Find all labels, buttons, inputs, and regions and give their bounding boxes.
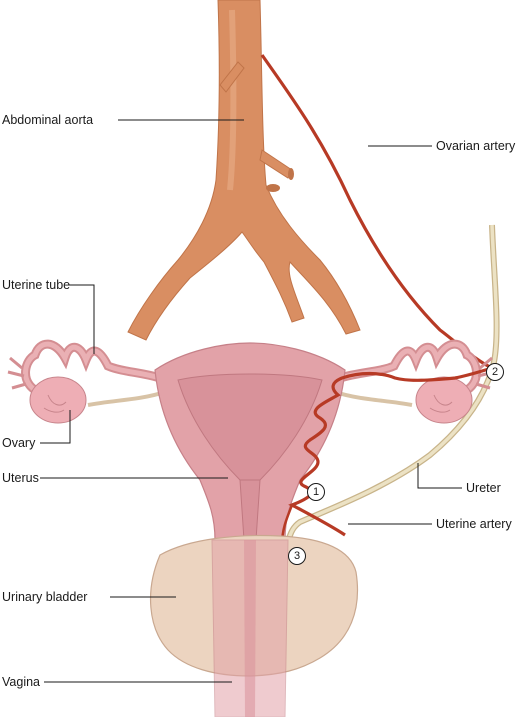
label-uterine-tube: Uterine tube — [2, 278, 70, 292]
aorta-branch-stub — [266, 184, 280, 192]
cervical-canal — [239, 479, 261, 541]
label-uterine-artery: Uterine artery — [436, 517, 512, 531]
marker-1-text: 1 — [313, 486, 319, 498]
marker-3-text: 3 — [294, 550, 300, 562]
aorta-left-branch — [219, 61, 245, 93]
ureter-inner — [284, 224, 499, 591]
right-ovarian-ligament — [334, 390, 413, 407]
right-uterine-tube-inner — [339, 341, 479, 393]
label-abdominal-aorta: Abdominal aorta — [2, 113, 93, 127]
vaginal-canal — [244, 540, 256, 717]
left-ovarian-ligament — [87, 390, 166, 407]
uterus-group — [7, 339, 495, 541]
aorta-group — [127, 0, 361, 341]
marker-1: 1 — [307, 483, 325, 501]
label-uterus: Uterus — [2, 471, 39, 485]
left-uterine-tube-inner — [23, 341, 161, 393]
left-ovary-follicles — [43, 394, 67, 413]
marker-2: 2 — [486, 363, 504, 381]
ureter-leader — [417, 463, 462, 489]
aorta-highlight — [227, 9, 237, 191]
label-urinary-bladder: Urinary bladder — [2, 590, 87, 604]
marker-3: 3 — [288, 547, 306, 565]
left-fimbriae — [7, 356, 27, 390]
right-ovary — [415, 376, 473, 424]
abdominal-aorta — [127, 0, 361, 341]
right-ovary-follicles — [429, 394, 453, 413]
label-ureter: Ureter — [466, 481, 501, 495]
ovarian-artery — [260, 54, 493, 370]
left-ovary — [29, 376, 87, 424]
uterine-cavity — [177, 373, 323, 481]
label-ovarian-artery: Ovarian artery — [436, 139, 516, 153]
ovary-leader — [40, 410, 71, 444]
uterine-tube-leader — [68, 284, 95, 354]
marker-2-text: 2 — [492, 366, 498, 378]
aorta-right-branch — [259, 149, 293, 179]
label-vagina: Vagina — [2, 675, 40, 689]
aorta-branch-end — [288, 168, 294, 180]
label-ovary: Ovary — [2, 436, 36, 450]
